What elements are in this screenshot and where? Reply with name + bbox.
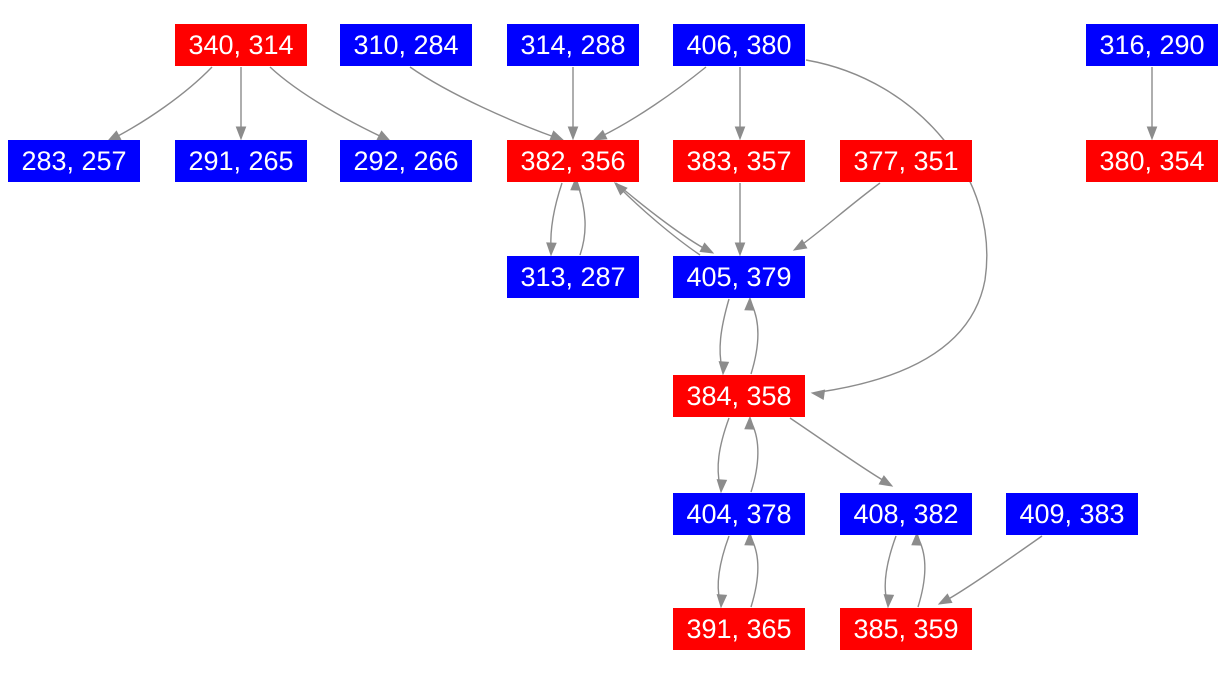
graph-node[interactable]: 408, 382 <box>840 493 972 535</box>
graph-node[interactable]: 283, 257 <box>8 140 140 182</box>
graph-node[interactable]: 313, 287 <box>507 256 639 298</box>
graph-edge <box>718 298 730 376</box>
edge-arrowhead <box>699 242 715 254</box>
graph-node-label: 292, 266 <box>353 145 459 176</box>
graph-node[interactable]: 382, 356 <box>507 140 639 182</box>
graph-node-label: 340, 314 <box>188 29 294 60</box>
graph-edge <box>235 67 247 141</box>
graph-edge <box>546 182 563 257</box>
graph-node-label: 408, 382 <box>853 498 959 529</box>
graph-node-label: 405, 379 <box>686 261 792 292</box>
graph-node[interactable]: 391, 365 <box>673 608 805 650</box>
graph-edge <box>613 182 701 256</box>
graph-node[interactable]: 310, 284 <box>340 24 472 66</box>
graph-node-label: 409, 383 <box>1019 498 1125 529</box>
graph-edge <box>792 182 881 251</box>
edge-arrowhead <box>546 242 557 257</box>
graph-edge <box>567 67 579 141</box>
graph-node-label: 382, 356 <box>520 145 626 176</box>
graph-node-label: 377, 351 <box>853 145 959 176</box>
graph-node-label: 406, 380 <box>686 29 792 60</box>
graph-node-label: 380, 354 <box>1099 145 1205 176</box>
graph-node-label: 314, 288 <box>520 29 626 60</box>
edge-arrowhead <box>734 126 746 141</box>
graph-edge <box>789 417 894 487</box>
graph-edge <box>1146 67 1158 141</box>
graph-edge <box>734 183 746 257</box>
graph-edge <box>744 296 759 375</box>
edge-arrowhead <box>235 126 247 141</box>
graph-edge <box>805 59 988 401</box>
graph-edge <box>592 66 707 141</box>
edge-arrowhead <box>567 126 579 141</box>
edge-arrowhead <box>792 239 808 251</box>
edge-arrowhead <box>1146 126 1158 141</box>
edge-arrowhead <box>718 361 730 376</box>
graph-node[interactable]: 384, 358 <box>673 375 805 417</box>
graph-node-label: 283, 257 <box>21 145 127 176</box>
graph-node-label: 316, 290 <box>1099 29 1205 60</box>
edge-arrowhead <box>810 389 826 401</box>
edge-arrowhead <box>883 594 895 609</box>
graph-node[interactable]: 314, 288 <box>507 24 639 66</box>
graph-node[interactable]: 316, 290 <box>1086 24 1218 66</box>
graph-edge <box>615 182 715 254</box>
graph-node-label: 391, 365 <box>686 613 792 644</box>
graph-node[interactable]: 406, 380 <box>673 24 805 66</box>
graph-node[interactable]: 409, 383 <box>1006 493 1138 535</box>
graph-node[interactable]: 383, 357 <box>673 140 805 182</box>
graph-node[interactable]: 340, 314 <box>175 24 307 66</box>
graph-node[interactable]: 380, 354 <box>1086 140 1218 182</box>
edge-arrowhead <box>734 242 746 257</box>
graph-edge <box>269 66 392 142</box>
graph-node[interactable]: 385, 359 <box>840 608 972 650</box>
edge-arrowhead <box>937 593 953 605</box>
graph-node-label: 313, 287 <box>520 261 626 292</box>
graph-node-label: 384, 358 <box>686 380 792 411</box>
graph-node[interactable]: 405, 379 <box>673 256 805 298</box>
graph-edge <box>570 176 586 256</box>
edge-arrowhead <box>716 594 728 609</box>
graph-edge <box>883 535 897 609</box>
graph-edge <box>409 66 565 141</box>
graph-edge <box>106 66 213 142</box>
graph-edge <box>744 415 759 493</box>
graph-node-label: 404, 378 <box>686 498 792 529</box>
graph-node[interactable]: 377, 351 <box>840 140 972 182</box>
graph-node-label: 385, 359 <box>853 613 959 644</box>
graph-node-label: 291, 265 <box>188 145 294 176</box>
graph-node[interactable]: 292, 266 <box>340 140 472 182</box>
edge-arrowhead <box>878 475 894 487</box>
edge-arrowhead <box>744 296 755 311</box>
graph-node[interactable]: 291, 265 <box>175 140 307 182</box>
graph-edge <box>937 535 1043 605</box>
graph-edge <box>744 531 759 608</box>
graph-edge <box>911 531 926 608</box>
edge-arrowhead <box>716 479 728 494</box>
edge-arrowhead <box>744 415 755 430</box>
graph-node[interactable]: 404, 378 <box>673 493 805 535</box>
graph-edge <box>716 535 730 609</box>
graph-node-label: 383, 357 <box>686 145 792 176</box>
graph-edge <box>734 67 746 141</box>
graph-edge <box>716 417 730 494</box>
graph-node-label: 310, 284 <box>353 29 459 60</box>
